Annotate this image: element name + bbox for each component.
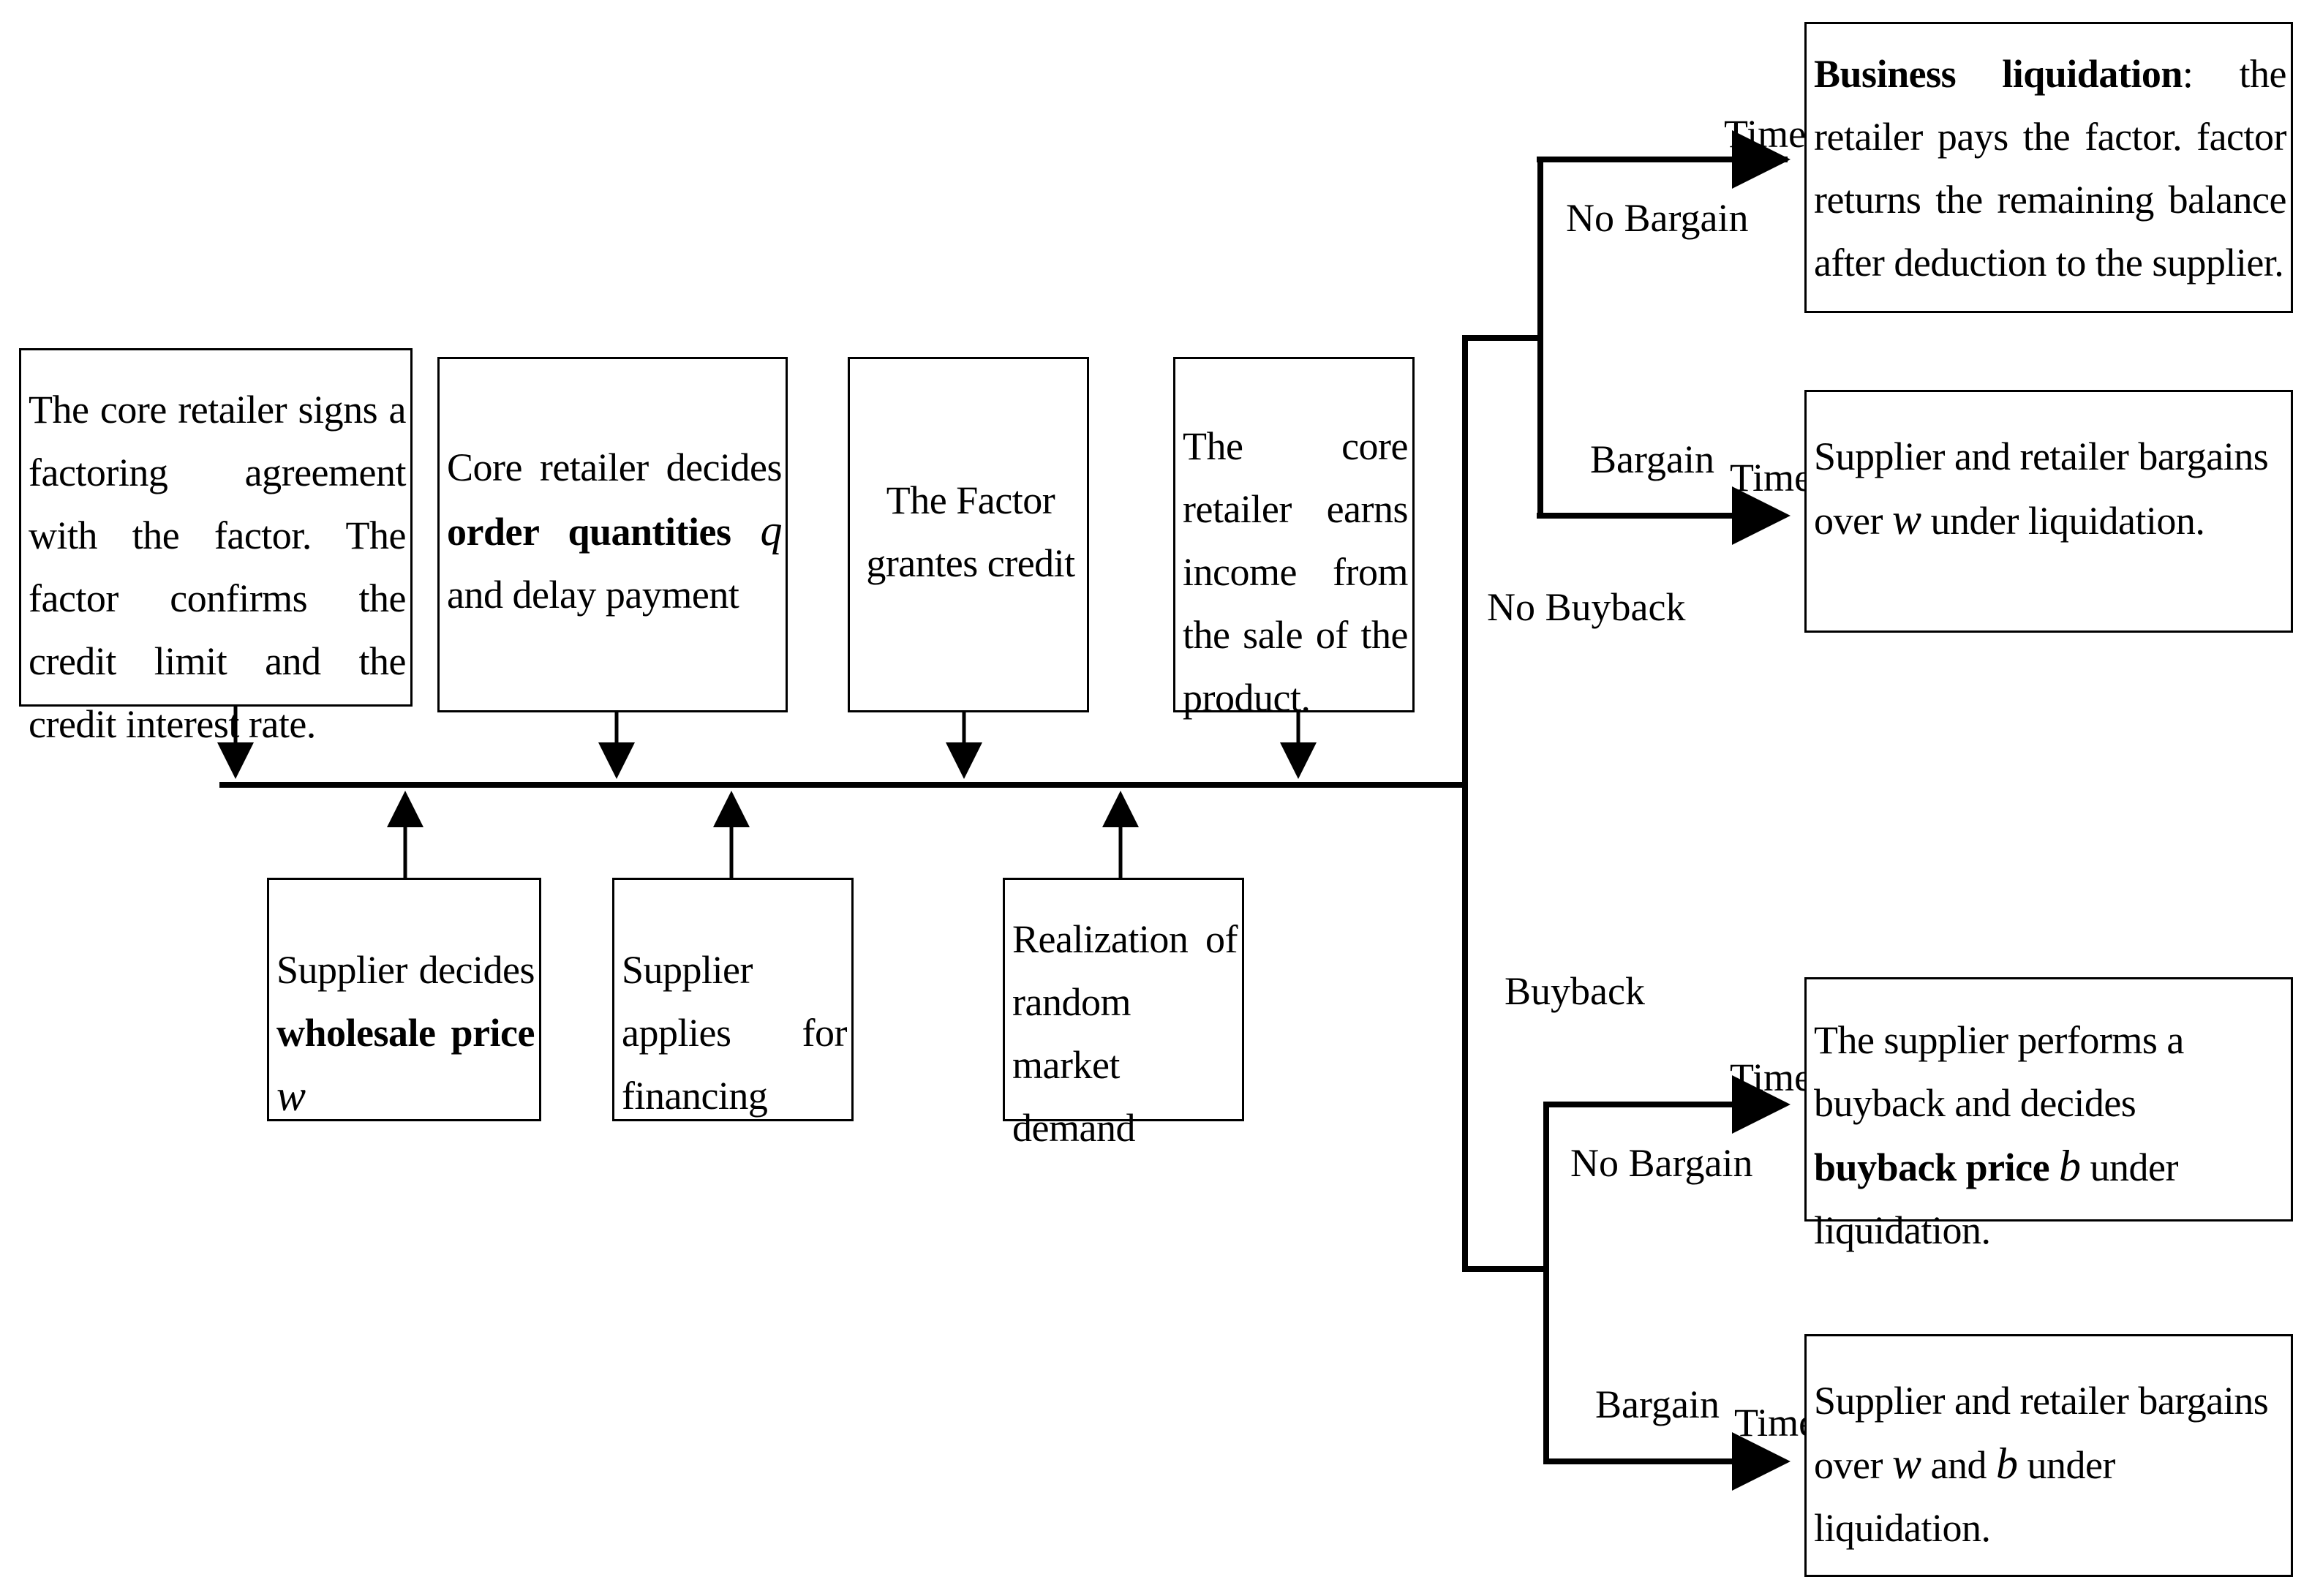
label-time-4: Time (1734, 1401, 1817, 1445)
outcome-box-buyback: The supplier performs a buyback and deci… (1804, 977, 2293, 1252)
event-text-demand: Realization of random market demand (1012, 917, 1238, 1150)
outcome-text-buyback: The supplier performs a buyback and deci… (1814, 1018, 2184, 1252)
label-no-bargain-top: No Bargain (1566, 196, 1749, 240)
label-buyback: Buyback (1505, 969, 1645, 1013)
label-time-2: Time (1730, 456, 1812, 500)
event-box-income: The core retailer earns income from the … (1173, 357, 1415, 720)
outcome-text-bargain-w: Supplier and retailer bargains over w un… (1814, 434, 2269, 543)
label-bargain-bottom: Bargain (1595, 1382, 1720, 1426)
event-text-agreement: The core retailer signs a factoring agre… (29, 388, 407, 746)
event-box-factor-credit: The Factor grantes credit (848, 357, 1089, 712)
event-box-wholesale-price: Supplier decides wholesale price w (267, 878, 541, 1121)
label-bargain-top: Bargain (1590, 437, 1714, 481)
outcome-box-bargain-w: Supplier and retailer bargains over w un… (1804, 390, 2293, 633)
label-time-3: Time (1730, 1055, 1812, 1099)
event-text-factor-credit: The Factor grantes credit (866, 478, 1075, 585)
outcome-text-liquidation: Business liquidation: the retailer pays … (1814, 52, 2287, 285)
fork-buyback-branches (1462, 335, 1543, 1272)
event-text-income: The core retailer earns income from the … (1183, 424, 1409, 720)
event-text-financing: Supplier applies for financing (622, 948, 848, 1118)
label-time-1: Time (1724, 112, 1807, 156)
event-box-order-quantity: Core retailer decides order quantities q… (437, 357, 788, 712)
label-no-bargain-bottom: No Bargain (1570, 1141, 1753, 1185)
event-box-demand: Realization of random market demand (1003, 878, 1244, 1150)
label-no-buyback: No Buyback (1487, 585, 1686, 629)
event-text-wholesale-price: Supplier decides wholesale price w (276, 948, 535, 1120)
outcome-box-bargain-wb: Supplier and retailer bargains over w an… (1804, 1334, 2293, 1577)
event-box-financing: Supplier applies for financing (612, 878, 854, 1121)
event-box-agreement: The core retailer signs a factoring agre… (19, 348, 413, 746)
event-text-order-quantity: Core retailer decides order quantities q… (447, 445, 783, 617)
outcome-text-bargain-wb: Supplier and retailer bargains over w an… (1814, 1379, 2269, 1550)
outcome-box-liquidation: Business liquidation: the retailer pays … (1804, 22, 2293, 313)
